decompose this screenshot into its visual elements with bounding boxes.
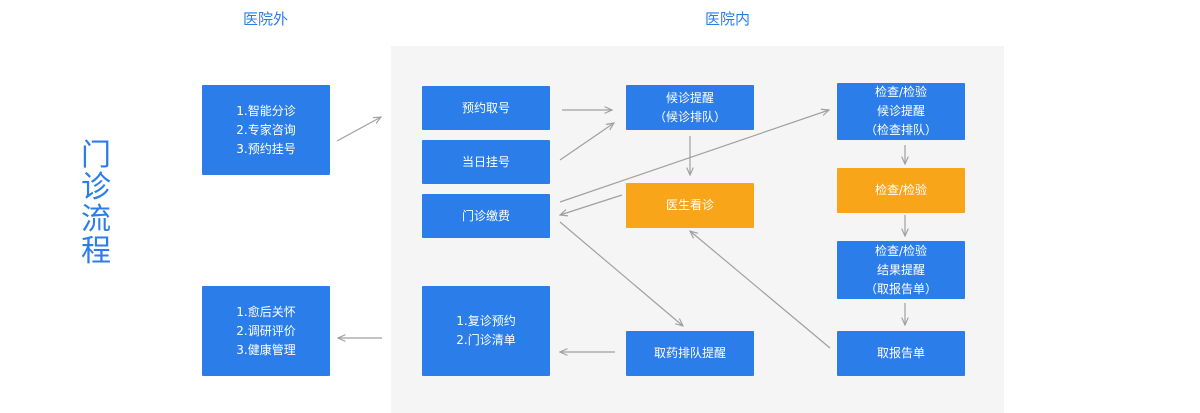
box-post-visit: 1.愈后关怀 2.调研评价 3.健康管理 (202, 286, 330, 376)
arrow-payment-to-medicine (559, 221, 683, 326)
box-exam-wait: 检查/检验 候诊提醒 （检查排队） (837, 83, 965, 140)
box-exam: 检查/检验 (837, 168, 965, 213)
box-appointment: 预约取号 (422, 86, 550, 130)
box-get-report: 取报告单 (837, 331, 965, 376)
box-pre-visit: 1.智能分诊 2.专家咨询 3.预约挂号 (202, 85, 330, 175)
box-payment: 门诊缴费 (422, 194, 550, 238)
box-same-day: 当日挂号 (422, 140, 550, 184)
header-inside: 医院内 (705, 10, 751, 28)
box-followup: 1.复诊预约 2.门诊清单 (422, 286, 550, 376)
header-outside: 医院外 (243, 10, 289, 28)
diagram-title: 门诊流程 (81, 138, 111, 269)
box-wait-reminder: 候诊提醒 （候诊排队） (626, 85, 754, 130)
box-exam-result: 检查/检验 结果提醒 （取报告单） (837, 241, 965, 299)
arrow-payment-to-exam-wait (559, 110, 829, 203)
arrow-previsit-to-appointment (336, 117, 381, 142)
arrow-report-to-doctor (690, 231, 831, 349)
arrow-sameday-to-wait (559, 123, 614, 161)
box-medicine-queue: 取药排队提醒 (626, 331, 754, 376)
arrow-doctor-to-payment (560, 194, 623, 215)
box-doctor: 医生看诊 (626, 183, 754, 228)
